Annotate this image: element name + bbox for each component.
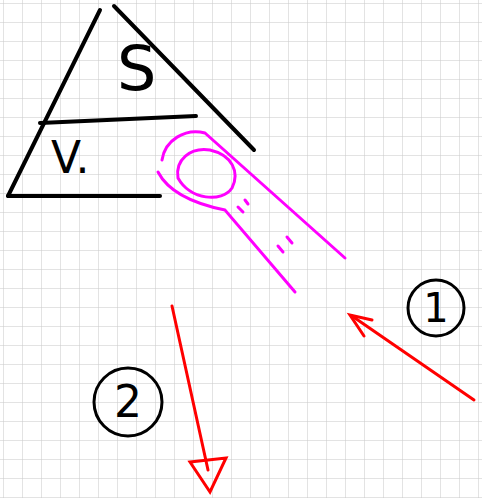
- finger-nail: [178, 150, 235, 198]
- triangle-side: [114, 6, 254, 150]
- triangle-side: [8, 194, 160, 198]
- triangle-side: [8, 10, 100, 196]
- callout-number: 1: [423, 288, 448, 328]
- callout-circle: 1: [406, 278, 466, 338]
- arrow-line: [172, 306, 208, 470]
- formula-letter: S: [117, 32, 156, 105]
- callout-circle: 2: [92, 366, 164, 438]
- finger-mark: [278, 237, 292, 252]
- text-holder: V.: [51, 136, 89, 180]
- finger-drawing: [158, 132, 345, 292]
- formula-triangle: S V.: [5, 2, 260, 202]
- finger-mark: [238, 200, 248, 212]
- triangle-side: [40, 116, 196, 123]
- finger-outline: [158, 172, 295, 292]
- circle-outline: [408, 280, 464, 336]
- circle-outline: [94, 368, 162, 436]
- text-holder: S: [117, 38, 156, 100]
- callout-number: 2: [114, 380, 142, 424]
- formula-letter: V.: [51, 132, 89, 183]
- arrow-drawing: [172, 306, 226, 492]
- arrow-head: [190, 458, 226, 492]
- arrow-head: [350, 315, 372, 336]
